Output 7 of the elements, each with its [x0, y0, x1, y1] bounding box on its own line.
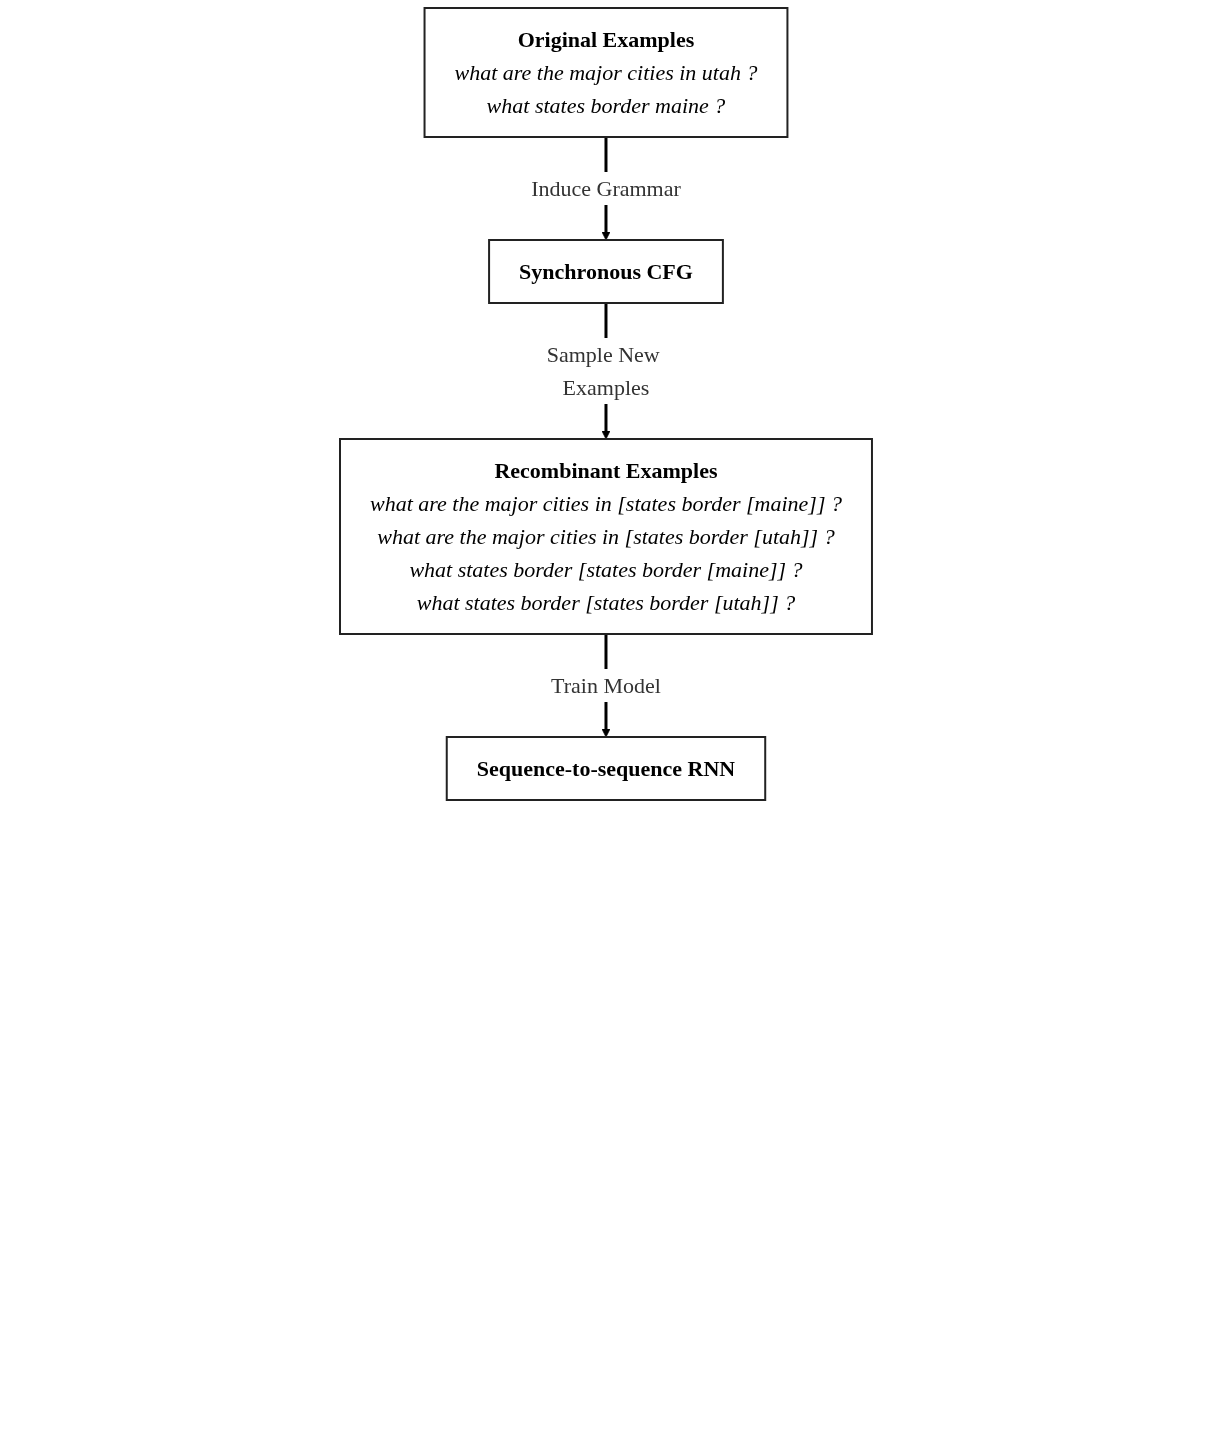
node-box: Recombinant Examples what are the major cities in [states border [maine]] ? what are the major cities in [states border [utah]] ? what states border [states border [maine]] ? what states border [states border [utah]] ?	[338, 438, 873, 635]
edge-label: Induce Grammar	[530, 176, 681, 201]
node-box: Sequence-to-sequence RNN	[445, 736, 766, 801]
edge-label: Sample New Examples	[546, 342, 660, 400]
edge-label: Train Model	[550, 673, 661, 698]
node-box: Synchronous CFG	[487, 239, 724, 304]
node-box: Original Examples what are the major cities in utah ? what states border maine ?	[423, 7, 788, 138]
